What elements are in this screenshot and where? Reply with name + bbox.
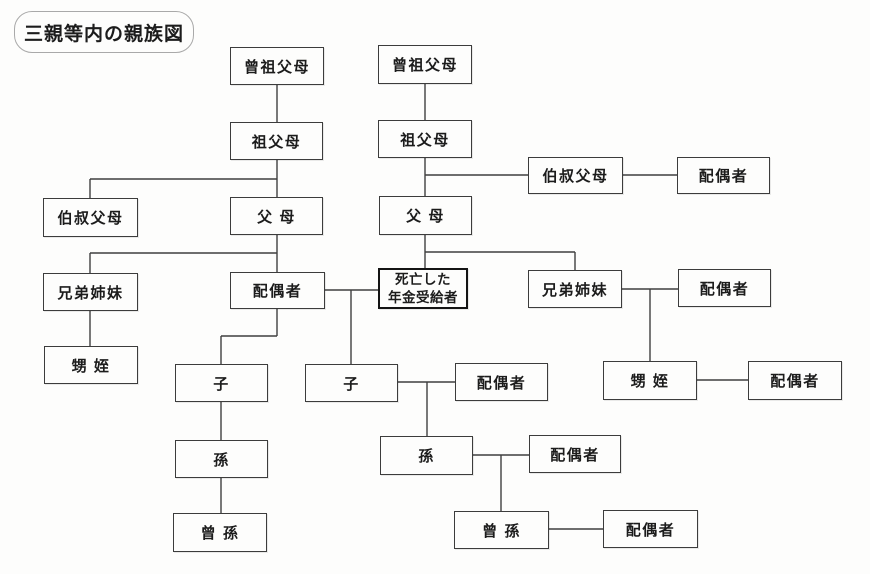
node-child-left: 子 bbox=[175, 364, 268, 402]
node-parents-left: 父 母 bbox=[230, 197, 323, 235]
node-child-right: 子 bbox=[305, 364, 398, 402]
diagram-title-text: 三親等内の親族図 bbox=[23, 23, 184, 45]
node-grandchild-right-spouse: 配偶者 bbox=[529, 435, 621, 473]
node-nephews-nieces-right-spouse: 配偶者 bbox=[748, 361, 842, 400]
node-deceased-pension-recipient: 死亡した 年金受給者 bbox=[378, 268, 468, 309]
node-siblings-right: 兄弟姉妹 bbox=[528, 270, 622, 308]
node-child-right-spouse: 配偶者 bbox=[455, 363, 548, 401]
node-grandchild-left: 孫 bbox=[175, 440, 268, 478]
node-nephews-nieces-right: 甥 姪 bbox=[603, 361, 697, 400]
node-parents-right: 父 母 bbox=[379, 196, 472, 235]
node-great-grandparents-left: 曾祖父母 bbox=[230, 47, 324, 85]
node-nephews-nieces-left: 甥 姪 bbox=[44, 346, 138, 384]
deceased-line-2: 年金受給者 bbox=[388, 289, 458, 305]
node-great-grandparents-right: 曾祖父母 bbox=[378, 45, 472, 84]
node-grandparents-right: 祖父母 bbox=[378, 120, 472, 158]
node-uncles-aunts-right: 伯叔父母 bbox=[528, 157, 623, 194]
diagram-title: 三親等内の親族図 bbox=[14, 11, 194, 53]
node-great-grandchild-right-spouse: 配偶者 bbox=[603, 510, 698, 548]
node-siblings-left: 兄弟姉妹 bbox=[43, 273, 138, 311]
node-grandparents-left: 祖父母 bbox=[230, 122, 323, 160]
node-uncles-aunts-right-spouse: 配偶者 bbox=[677, 157, 770, 194]
node-uncles-aunts-left: 伯叔父母 bbox=[43, 198, 138, 237]
node-grandchild-right: 孫 bbox=[380, 436, 473, 475]
node-great-grandchild-right: 曾 孫 bbox=[454, 511, 549, 549]
node-great-grandchild-left: 曾 孫 bbox=[173, 513, 267, 552]
node-siblings-right-spouse: 配偶者 bbox=[678, 269, 771, 307]
node-spouse-left: 配偶者 bbox=[230, 272, 325, 309]
deceased-line-1: 死亡した bbox=[395, 271, 451, 287]
